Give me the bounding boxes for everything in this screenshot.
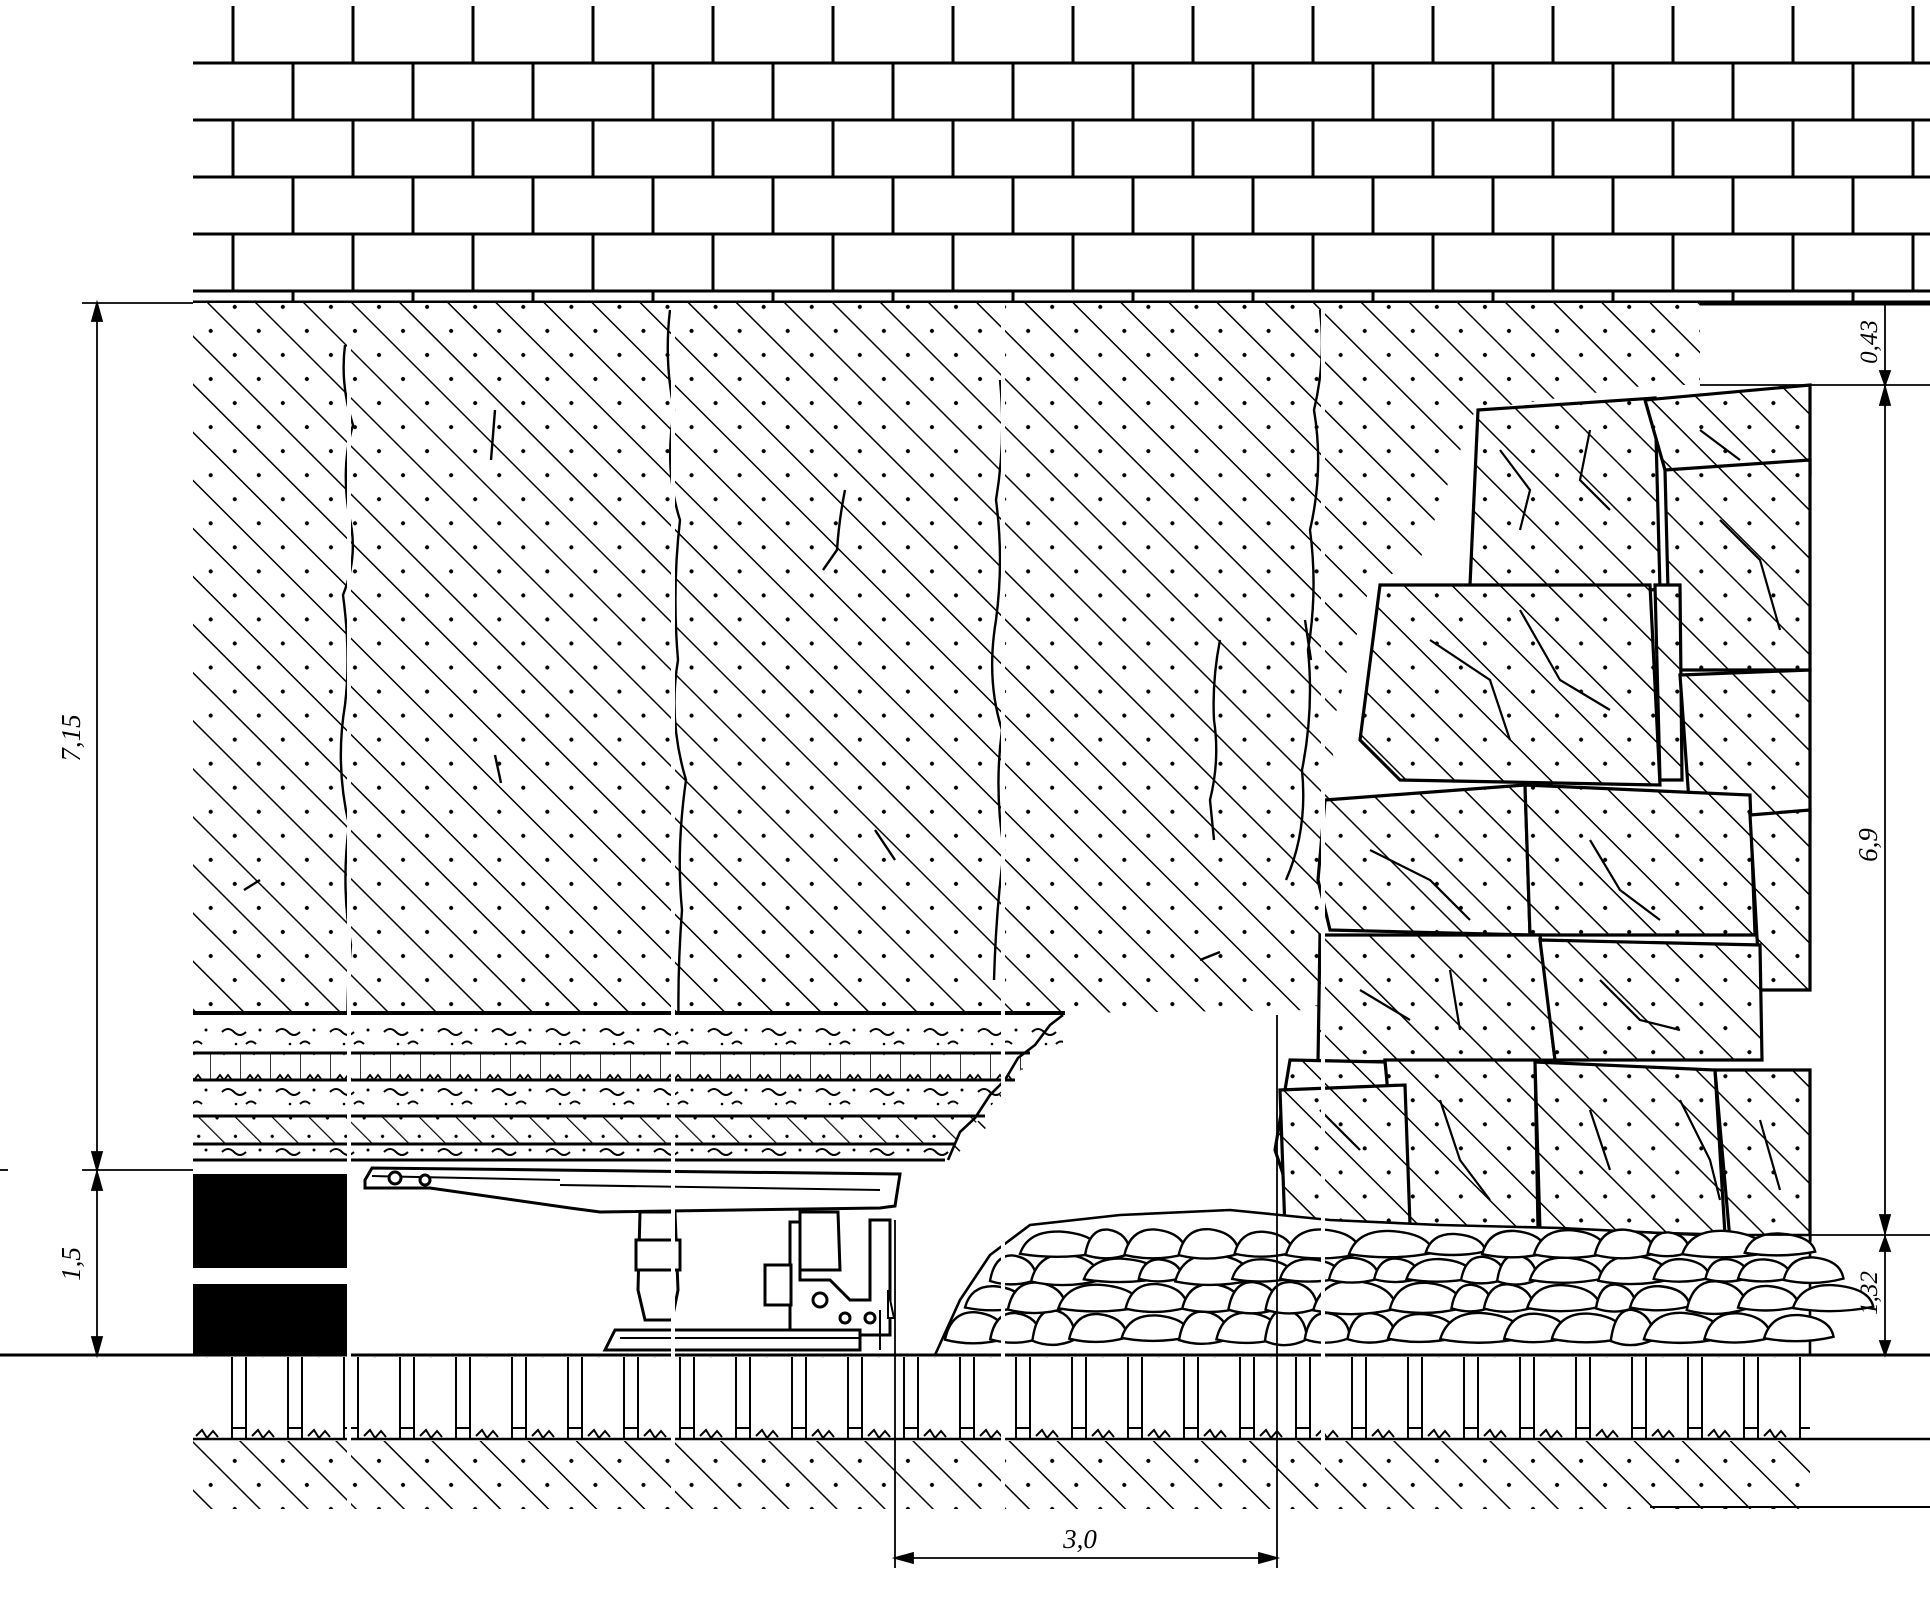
rubble-stone (1450, 1283, 1494, 1313)
powered-roof-support (363, 1166, 902, 1352)
label-gap-top: 0,43 (1856, 320, 1883, 364)
label-caved-zone: 6,9 (1853, 828, 1883, 862)
rubble-stone (1264, 1280, 1319, 1315)
block-fractures (1319, 429, 1782, 1201)
rubble-stone (1646, 1231, 1692, 1258)
rubble-stone (1628, 1285, 1692, 1312)
rubble-stone (1311, 1279, 1399, 1316)
label-rubble: 1,32 (1856, 1271, 1883, 1315)
caved-block-zone (1273, 383, 1812, 1242)
rubble-stone (1482, 1283, 1535, 1313)
rubble-stone (1459, 1255, 1508, 1285)
rubble-stone (1067, 1312, 1130, 1344)
rubble-stone (1278, 1258, 1344, 1283)
label-unsupported-span: 3,0 (1062, 1524, 1097, 1554)
rubble-stone (1122, 1228, 1189, 1260)
goaf-rubble (932, 1208, 1875, 1357)
rubble-stone (1006, 1281, 1068, 1315)
rubble-stone (1137, 1258, 1184, 1283)
rubble-stone (1346, 1312, 1398, 1344)
rubble-stone (1702, 1312, 1773, 1344)
rubble-stone (1480, 1229, 1549, 1259)
rubble-stone (1593, 1228, 1657, 1260)
rubble-stone (1609, 1308, 1656, 1347)
rubble-stone (1736, 1258, 1794, 1283)
rubble-stone (1685, 1280, 1749, 1316)
rubble-stone (1791, 1283, 1875, 1313)
rubble-stone (1233, 1230, 1295, 1258)
label-seam: 1,5 (56, 1247, 86, 1281)
floor-strata (0, 1353, 1930, 1509)
rubble-stone (1327, 1256, 1381, 1284)
rubble-stone (1525, 1283, 1602, 1313)
label-roof-total: 7,15 (56, 714, 86, 761)
rubble-stone (1124, 1282, 1190, 1314)
dimension-lines (0, 299, 1930, 1568)
rubble-stone (1736, 1284, 1801, 1312)
rubble-stone (1303, 1311, 1352, 1344)
coal-seam (193, 1174, 348, 1354)
rubble-stone (1177, 1228, 1241, 1260)
rubble-stone (1762, 1313, 1835, 1343)
rubble-stone (1495, 1254, 1539, 1286)
rubble-stone (1388, 1281, 1465, 1315)
rubble-stone (1532, 1229, 1610, 1260)
coal-block-upper (193, 1174, 348, 1268)
rubble-stone (1528, 1256, 1605, 1284)
immediate-roof-layers (193, 1013, 1065, 1162)
coal-block-lower (193, 1284, 348, 1354)
rubble-stone (1594, 1283, 1638, 1313)
rubble-stone (1652, 1257, 1712, 1283)
rubble-stone (1263, 1308, 1309, 1347)
dimension-labels: 7,15 1,5 0,43 6,9 1,32 3,0 (56, 320, 1883, 1554)
segment-gaps (347, 303, 1325, 1510)
rubble-stone (1230, 1258, 1296, 1283)
rubble-stone (1347, 1229, 1435, 1259)
rubble-stone (1083, 1228, 1132, 1260)
rubble-stone (1743, 1232, 1817, 1257)
rubble-stone (1031, 1309, 1078, 1347)
brick-overburden (193, 0, 1930, 306)
rubble-stone (1424, 1232, 1487, 1257)
rubble-stone (1782, 1256, 1845, 1285)
